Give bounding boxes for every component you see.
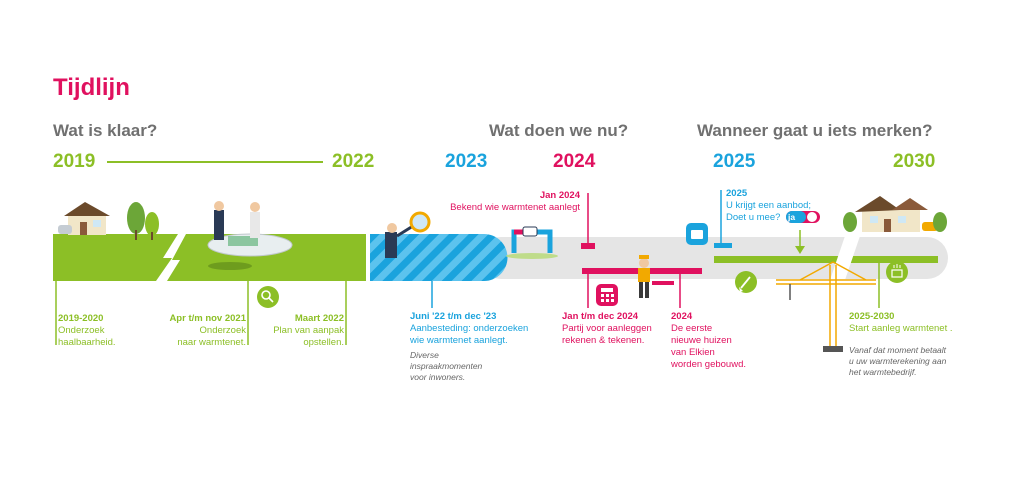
track-break xyxy=(830,236,860,280)
pipe-icon xyxy=(506,226,558,259)
event-2025-2030: 2025-2030 Start aanleg warmtenet . xyxy=(849,311,953,334)
year-2025: 2025 xyxy=(713,151,756,172)
year-2024: 2024 xyxy=(553,151,596,172)
toggle-icon xyxy=(786,211,820,223)
crane-icon xyxy=(776,261,876,348)
year-2022: 2022 xyxy=(332,151,375,172)
year-2030: 2030 xyxy=(893,151,936,172)
heating-icon xyxy=(886,261,908,283)
section-notice: Wanneer gaat u iets merken? xyxy=(697,121,933,140)
house-icon xyxy=(58,202,110,235)
crane-base xyxy=(823,346,843,352)
bar-construction-b xyxy=(850,256,938,263)
houses-icon xyxy=(843,196,947,232)
event-tender-note: Diverse inspraakmomenten voor inwoners. xyxy=(410,350,483,382)
year-span-line xyxy=(107,161,323,163)
people-meeting-icon xyxy=(207,201,293,270)
page-title: Tijdlijn xyxy=(53,74,130,101)
event-2025-2030-note: Vanaf dat moment betaalt u uw warmtereke… xyxy=(849,345,947,377)
mark-jan-2024 xyxy=(581,243,595,249)
event-jan-2024: Jan 2024 Bekend wie warmtenet aanlegt xyxy=(450,190,580,213)
wallet-icon xyxy=(686,223,708,245)
magnifier-icon xyxy=(257,286,279,308)
event-2024-houses: 2024 De eerste nieuwe huizen van Elkien … xyxy=(671,311,746,370)
event-2025-offer: 2025 U krijgt een aanbod; Doet u mee? xyxy=(726,188,812,223)
calculator-icon xyxy=(596,284,618,306)
bar-construction-a xyxy=(714,256,840,263)
toggle-label: ja xyxy=(788,212,796,222)
section-now: Wat doen we nu? xyxy=(489,121,629,140)
tree-icon xyxy=(127,202,159,240)
event-2024-planning: Jan t/m dec 2024 Partij voor aanleggen r… xyxy=(562,311,652,346)
event-tender: Juni '22 t/m dec '23 Aanbesteding: onder… xyxy=(410,311,529,346)
shovel-icon xyxy=(735,271,757,293)
event-2019-2020: 2019-2020 Onderzoek haalbaarheid. xyxy=(58,313,116,348)
worker-icon xyxy=(638,255,674,298)
mark-2025 xyxy=(714,243,732,248)
year-2019: 2019 xyxy=(53,151,96,172)
inspector-icon xyxy=(385,211,431,258)
event-2021: Apr t/m nov 2021 Onderzoek naar warmtene… xyxy=(169,313,246,348)
timeline-done-bar-left xyxy=(53,234,178,281)
section-done: Wat is klaar? xyxy=(53,121,158,140)
timeline-tender-bar xyxy=(370,234,508,281)
event-2022: Maart 2022 Plan van aanpak opstellen. xyxy=(273,313,344,348)
year-2023: 2023 xyxy=(445,151,488,172)
